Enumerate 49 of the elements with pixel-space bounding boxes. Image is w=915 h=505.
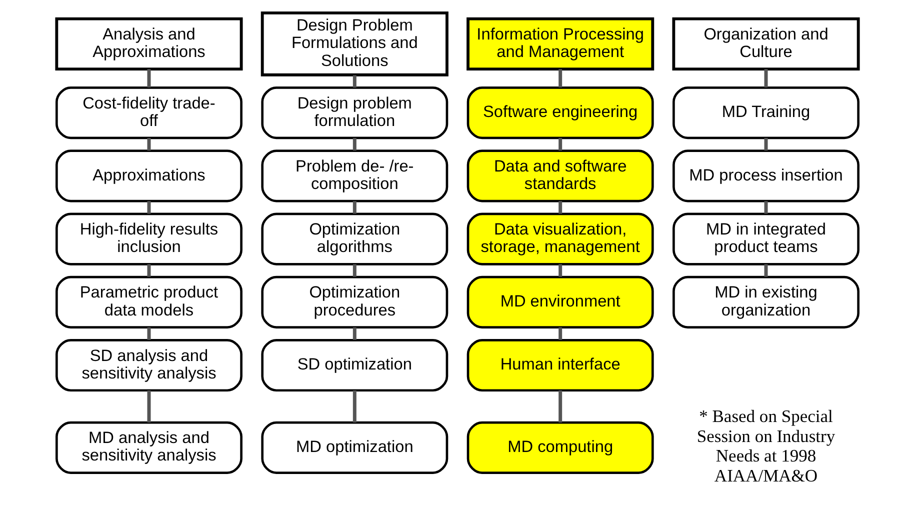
node-box: MD Training xyxy=(672,86,860,140)
connector xyxy=(147,390,151,422)
connector xyxy=(764,264,768,277)
node-box: SD analysis and sensitivity analysis xyxy=(56,338,242,392)
node-box: High-fidelity results inclusion xyxy=(56,212,242,266)
node-box: Software engineering xyxy=(466,86,654,140)
connector xyxy=(764,138,768,151)
node-box: Design Problem Formulations and Solutions xyxy=(260,11,448,76)
node-box: MD environment xyxy=(466,276,654,328)
node-box: Information Processing and Management xyxy=(466,17,654,70)
node-box: Human interface xyxy=(466,338,654,392)
connector xyxy=(764,69,768,88)
node-box: Approximations xyxy=(56,150,242,202)
node-box: Data visualization, storage, management xyxy=(466,212,654,266)
connector xyxy=(352,75,356,88)
node-box: MD optimization xyxy=(261,421,448,474)
connector xyxy=(147,69,151,88)
connector xyxy=(558,138,562,151)
connector xyxy=(558,390,562,422)
node-box: Cost-fidelity trade-off xyxy=(56,86,242,140)
connector xyxy=(147,138,151,151)
node-box: Organization and Culture xyxy=(672,17,860,70)
connector xyxy=(352,390,356,422)
node-box: Parametric product data models xyxy=(56,276,242,328)
connector xyxy=(764,201,768,214)
connector xyxy=(147,264,151,277)
connector xyxy=(558,69,562,88)
node-box: Problem de- /re- composition xyxy=(261,150,448,202)
node-box: SD optimization xyxy=(261,338,448,392)
connector xyxy=(147,201,151,214)
connector xyxy=(147,327,151,340)
node-box: MD in existing organization xyxy=(672,276,860,328)
connector xyxy=(558,327,562,340)
connector xyxy=(558,264,562,277)
node-box: Optimization algorithms xyxy=(261,212,448,266)
connector xyxy=(352,138,356,151)
node-box: MD in integrated product teams xyxy=(672,212,860,266)
connector xyxy=(558,201,562,214)
node-box: MD computing xyxy=(466,421,654,474)
node-box: MD process insertion xyxy=(672,150,860,202)
connector xyxy=(352,327,356,340)
node-box: Design problem formulation xyxy=(261,86,448,140)
node-box: Optimization procedures xyxy=(261,276,448,328)
connector xyxy=(352,201,356,214)
node-box: MD analysis and sensitivity analysis xyxy=(56,421,242,474)
label: * Based on Special Session on Industry Needs at 1998 AIAA/MA&O xyxy=(696,406,836,486)
node-box: Data and software standards xyxy=(466,150,654,202)
node-box: Analysis and Approximations xyxy=(55,17,243,70)
connector xyxy=(352,264,356,277)
